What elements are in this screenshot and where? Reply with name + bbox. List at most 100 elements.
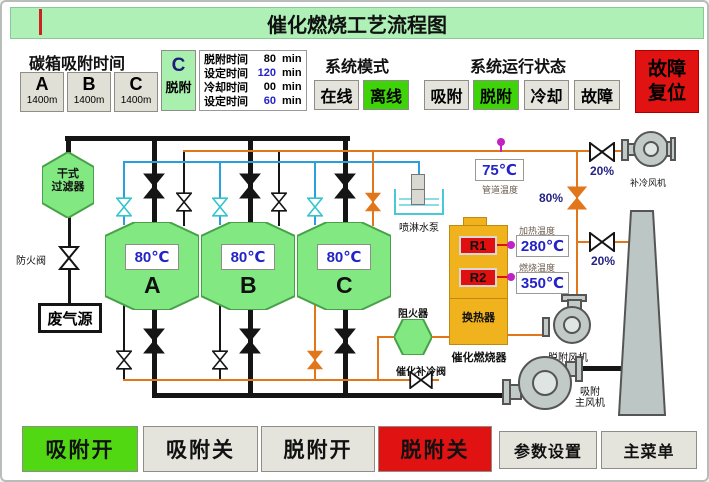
fault-reset-button[interactable]: 故障 复位	[635, 50, 699, 113]
pipe-orange-riser	[377, 336, 379, 381]
cooling-fan-icon	[621, 131, 676, 167]
adsorb-off-button[interactable]: 吸附关	[143, 426, 258, 472]
desorb-off-button[interactable]: 脱附关	[378, 426, 492, 472]
pipe-tank-b-bottomleft	[219, 302, 221, 380]
pipe-orange-bottom-header	[123, 379, 439, 381]
desorb-fan-label: 脱附风机	[548, 353, 588, 364]
pipe-orange-burner-to-fan	[507, 334, 544, 336]
pipe-temp-label: 管道温度	[482, 185, 519, 195]
r1-connector	[497, 244, 509, 246]
tank-b-water-valve-icon	[212, 197, 228, 217]
active-box-indicator: C 脱附	[161, 50, 196, 111]
spray-basin	[394, 189, 444, 215]
tank-c-temp-display: 80℃	[317, 244, 371, 270]
cooling-fan-valve-icon	[589, 142, 615, 162]
tank-a-main-top-valve-icon	[143, 173, 165, 199]
adsorb-on-button[interactable]: 吸附开	[22, 426, 138, 472]
pipe-filter-down	[68, 214, 71, 248]
pipe-blue-header	[123, 161, 420, 163]
timer-row: 冷却时间 00 min	[204, 81, 302, 94]
catalytic-burner-label: 催化燃烧器	[451, 352, 507, 364]
heating-temp-label: 加热温度	[519, 226, 556, 236]
heater-r2-indicator: R2	[459, 268, 497, 287]
status-fault: 故障	[574, 80, 620, 110]
catalytic-cool-valve-icon	[409, 371, 433, 389]
stack-valve-open: 20%	[591, 254, 616, 268]
tank-c-return-valve-icon	[307, 350, 323, 370]
tank-a-main-bottom-valve-icon	[143, 328, 165, 354]
combustion-temp-label: 燃烧温度	[519, 263, 556, 273]
pipe-to-waste-source	[68, 268, 71, 306]
tank-b-name: B	[240, 272, 257, 298]
heat-exchanger-label: 换热器	[462, 312, 495, 324]
param-settings-button[interactable]: 参数设置	[499, 431, 597, 469]
tank-c-main-top-valve-icon	[334, 173, 356, 199]
desorb-on-button[interactable]: 脱附开	[261, 426, 375, 472]
tank-c-main-bottom-valve-icon	[334, 328, 356, 354]
mode-offline[interactable]: 离线	[363, 80, 409, 110]
fire-valve-label: 防火阀	[16, 256, 46, 267]
carbon-box-b: B 1400m	[67, 72, 111, 112]
desorb-fan-icon	[542, 294, 591, 344]
title-bar: 催化燃烧工艺流程图	[10, 7, 704, 39]
status-desorb: 脱附	[473, 80, 519, 110]
main-fan-label: 吸附 主风机	[575, 387, 605, 409]
pipe-tank-a-topright	[183, 150, 185, 226]
timer-row: 脱附时间 80 min	[204, 53, 302, 66]
pipe-tank-a-bottomleft	[123, 302, 125, 380]
spray-pump-label: 喷淋水泵	[399, 223, 439, 234]
tank-b-desorb-valve-icon	[271, 192, 287, 212]
combustion-temp-display: 350℃	[516, 272, 569, 294]
pipe-blue-tank-a	[123, 161, 125, 225]
dry-filter-label: 干式 过滤器	[51, 168, 85, 193]
system-mode-title: 系统模式	[325, 59, 390, 76]
catalytic-cool-valve-label: 催化补冷阀	[396, 367, 446, 378]
pipe-blue-tank-c	[314, 161, 316, 225]
r2-connector	[497, 276, 509, 278]
title-red-marker	[39, 9, 42, 35]
pipe-orange-top-header	[183, 150, 624, 152]
main-fan-icon	[502, 356, 583, 410]
heater-r1-indicator: R1	[459, 236, 497, 255]
tank-b-main-bottom-valve-icon	[239, 328, 261, 354]
pipe-fan-to-stack	[582, 366, 632, 371]
tank-a-name: A	[144, 272, 161, 298]
tank-a-water-valve-icon	[116, 197, 132, 217]
tank-b-main-top-valve-icon	[239, 173, 261, 199]
carbon-panel-title: 碳箱吸附时间	[29, 56, 126, 73]
water-line	[399, 204, 439, 206]
tank-c-desorb-valve-icon	[365, 192, 381, 212]
pipe-orange-tank-c-bottomleft	[314, 302, 316, 380]
pipe-blue-tank-b	[219, 161, 221, 225]
spray-pump-divider	[412, 189, 424, 190]
tank-c-name: C	[336, 272, 353, 298]
cooling-fan-valve-open: 20%	[590, 164, 615, 178]
tank-a-desorb-valve-icon	[176, 192, 192, 212]
timer-row: 设定时间 120 min	[204, 67, 302, 80]
main-menu-button[interactable]: 主菜单	[601, 431, 697, 469]
run-status-title: 系统运行状态	[470, 59, 567, 76]
status-adsorb: 吸附	[424, 80, 469, 110]
sensor-stem	[500, 145, 502, 152]
pipe-temp-sensor-icon	[497, 138, 505, 146]
tank-a-temp-display: 80℃	[125, 244, 179, 270]
pipe-main-bottom-header	[152, 393, 509, 398]
pipe-blue-spray-drop	[418, 161, 420, 176]
tank-b-temp-display: 80℃	[221, 244, 275, 270]
pipe-main-top-header	[65, 136, 350, 141]
carbon-box-a: A 1400m	[20, 72, 64, 112]
r2-sensor-icon	[507, 273, 515, 281]
flame-arrester-icon	[394, 319, 432, 355]
pipe-orange-tank-c-topright	[372, 150, 374, 226]
tank-b-return-valve-icon	[212, 350, 228, 370]
r1-sensor-icon	[507, 241, 515, 249]
cooling-fan-label: 补冷风机	[629, 178, 666, 188]
pipe-temp-display: 75℃	[475, 159, 524, 181]
page-title: 催化燃烧工艺流程图	[267, 14, 447, 37]
mode-online[interactable]: 在线	[314, 80, 359, 110]
heating-temp-display: 280℃	[516, 235, 569, 257]
pipe-filter-riser	[66, 138, 71, 155]
tank-c-water-valve-icon	[307, 197, 323, 217]
dry-filter-vessel	[42, 152, 94, 218]
